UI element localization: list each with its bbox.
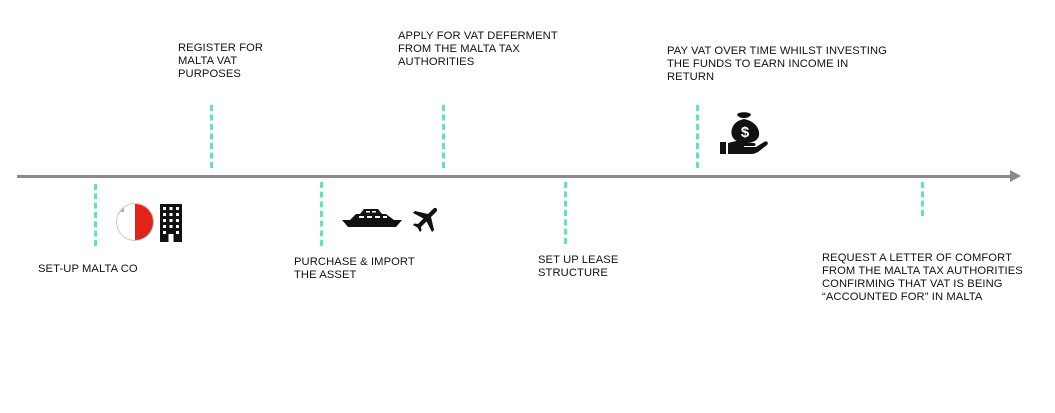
step-text-line: SET-UP MALTA CO — [38, 263, 138, 275]
step-text-line: CONFIRMING THAT VAT IS BEING — [822, 278, 1003, 290]
step-text-line: APPLY FOR VAT DEFERMENT — [398, 30, 558, 42]
building-icon — [160, 204, 182, 242]
step-text-line: THE FUNDS TO EARN INCOME IN — [667, 58, 849, 70]
step-text-line: “ACCOUNTED FOR” IN MALTA — [822, 291, 983, 303]
step-text-line: REQUEST A LETTER OF COMFORT — [822, 252, 1013, 264]
tick-register-vat — [210, 105, 213, 168]
malta-flag-icon — [116, 203, 154, 241]
step-text-line: MALTA VAT — [178, 55, 238, 67]
step-label-lease-structure: SET UP LEASE STRUCTURE — [538, 254, 618, 280]
timeline-axis — [17, 175, 1017, 178]
step-label-letter-of-comfort: REQUEST A LETTER OF COMFORT FROM THE MAL… — [822, 252, 1023, 304]
timeline-arrowhead — [1010, 170, 1021, 182]
step-text-line: PURCHASE & IMPORT — [294, 256, 415, 268]
tick-apply-deferment — [442, 105, 445, 168]
step-label-apply-deferment: APPLY FOR VAT DEFERMENT FROM THE MALTA T… — [398, 30, 558, 69]
step-label-pay-vat: PAY VAT OVER TIME WHILST INVESTING THE F… — [667, 45, 887, 84]
tick-purchase-import — [320, 182, 323, 246]
money-bag-hand-icon: $ — [720, 112, 768, 154]
step-text-line: PAY VAT OVER TIME WHILST INVESTING — [667, 45, 887, 57]
step-text-line: PURPOSES — [178, 68, 241, 80]
step-text-line: AUTHORITIES — [398, 56, 475, 68]
tick-letter-of-comfort — [921, 182, 924, 216]
step-text-line: FROM THE MALTA TAX — [398, 43, 520, 55]
step-text-line: THE ASSET — [294, 269, 357, 281]
step-text-line: RETURN — [667, 71, 715, 83]
svg-text:$: $ — [741, 124, 750, 141]
step-text-line: REGISTER FOR — [178, 42, 264, 54]
step-label-purchase-import: PURCHASE & IMPORT THE ASSET — [294, 256, 415, 282]
step-text-line: SET UP LEASE — [538, 254, 619, 266]
tick-lease-structure — [564, 182, 567, 244]
airplane-icon — [412, 207, 438, 233]
step-label-setup-malta-co: SET-UP MALTA CO — [38, 263, 138, 276]
tick-setup-malta-co — [94, 184, 97, 246]
step-label-register-vat: REGISTER FOR MALTA VAT PURPOSES — [178, 42, 263, 81]
tick-pay-vat — [696, 105, 699, 168]
step-text-line: FROM THE MALTA TAX AUTHORITIES — [822, 265, 1023, 277]
yacht-icon — [342, 209, 402, 227]
step-text-line: STRUCTURE — [538, 267, 608, 279]
